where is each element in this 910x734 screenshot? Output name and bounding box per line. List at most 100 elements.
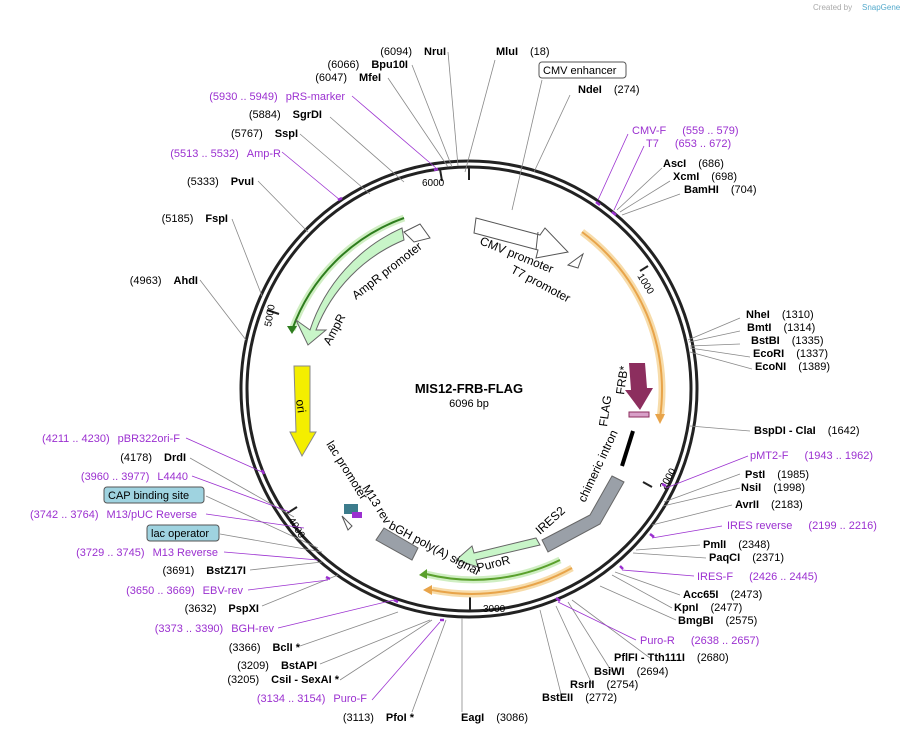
site-xcmi: XcmI(698) <box>673 171 737 183</box>
ampr-orf-arrow <box>287 326 297 334</box>
leader-bamhi <box>621 193 681 216</box>
site-pvui: (5333)PvuI <box>187 176 254 188</box>
leader-bmgbi <box>599 585 677 621</box>
primer-amp-r: (5513 .. 5532)Amp-R <box>170 148 281 160</box>
lac-operator-block <box>352 512 362 518</box>
site-bsteii: BstEII(2772) <box>542 692 617 704</box>
leader-primer-pmt2-f <box>665 455 749 489</box>
primer-puro-f: (3134 .. 3154)Puro-F <box>257 693 367 705</box>
leader-primer-amp-r <box>281 151 341 201</box>
leader-bspdi <box>689 425 751 432</box>
site-bspdi-clai: BspDI - ClaI(1642) <box>754 425 860 437</box>
site-ndei: NdeI(274) <box>578 84 640 96</box>
site-paqci: PaqCI(2371) <box>709 552 784 564</box>
ires2-block <box>541 475 625 553</box>
leader-ndei <box>533 94 571 173</box>
mark-primer-ebv-rev <box>325 575 331 581</box>
leader-primer-cmv-f <box>597 133 629 201</box>
chimeric-intron-bar <box>620 430 635 467</box>
tick-label-5000: 5000 <box>263 303 278 327</box>
primer-ring-marks <box>260 167 667 622</box>
primer-l4440: (3960 .. 3977)L4440 <box>81 471 188 483</box>
site-nrui: (6094)NruI <box>380 46 446 58</box>
cap-binding-site-label: CAP binding site <box>108 490 189 502</box>
leader-primer-puro-f <box>371 621 441 701</box>
site-mlui: MluI(18) <box>496 46 550 58</box>
leader-primer-m13-puc-reverse <box>205 513 305 529</box>
ori-label: ori <box>293 398 309 413</box>
ampr-promoter-arrow <box>403 223 431 243</box>
lac-operator-label: lac operator <box>151 528 209 540</box>
site-bstapi: (3209)BstAPI <box>237 660 317 672</box>
leader-primer-m13-reverse <box>223 551 319 561</box>
site-bmti: BmtI(1314) <box>747 322 815 334</box>
site-pflfi-tth111i: PflFI - Tth111I(2680) <box>614 652 729 664</box>
site-drdi: (4178)DrdI <box>120 452 186 464</box>
leader-bmti <box>688 330 741 343</box>
lac-promoter-arrow <box>341 515 353 531</box>
site-asci: AscI(686) <box>663 158 724 170</box>
leader-bsiwi <box>567 601 613 673</box>
leader-bstz17i <box>249 561 323 571</box>
site-bamhi: BamHI(704) <box>684 184 757 196</box>
primer-pmt2-f: pMT2-F(1943 .. 1962) <box>750 450 873 462</box>
site-bstz17i: (3691)BstZ17I <box>162 565 246 577</box>
primer-m13-reverse: (3729 .. 3745)M13 Reverse <box>76 547 218 559</box>
mark-primer-pmt2-f <box>661 482 667 488</box>
leader-primer-puro-r <box>557 601 637 641</box>
site-psti: PstI(1985) <box>745 469 809 481</box>
primer-ebv-rev: (3650 .. 3669)EBV-rev <box>126 585 243 597</box>
ampr-arrow <box>295 227 405 346</box>
tick-marks <box>266 167 653 611</box>
ori-arrow <box>289 365 317 458</box>
lac-operator-box <box>146 524 220 542</box>
primer-ires-reverse: IRES reverse(2199 .. 2216) <box>727 520 877 532</box>
site-pspxi: (3632)PspXI <box>185 603 259 615</box>
leader-rsrii <box>555 605 593 685</box>
leader-pflfi <box>571 599 651 659</box>
leader-xcmi <box>619 180 671 213</box>
leader-asci <box>616 167 663 211</box>
primer-leader-lines <box>185 95 749 701</box>
leader-bstbi <box>689 343 741 347</box>
tick-label-3000: 3000 <box>483 604 506 615</box>
lac-promoter-label: lac promoter <box>323 438 370 502</box>
primer-puro-r: Puro-R(2638 .. 2657) <box>640 635 759 647</box>
cmv-enhancer-box <box>538 61 627 79</box>
ampr-label: AmpR <box>320 311 348 347</box>
mark-primer-ires-f <box>619 565 624 570</box>
site-bstbi: BstBI(1335) <box>751 335 824 347</box>
site-pfoi: (3113)PfoI * <box>343 712 415 724</box>
leader-kpni <box>611 574 673 609</box>
flag-label: FLAG <box>596 394 614 427</box>
site-bsiwi: BsiWI(2694) <box>594 666 668 678</box>
leader-pspxi <box>261 574 339 607</box>
site-avrii: AvrII(2183) <box>735 499 803 511</box>
mark-primer-puro-r <box>555 597 561 602</box>
flag-tag <box>628 411 650 418</box>
primer-t7: T7(653 .. 672) <box>646 138 731 150</box>
leader-bcli <box>299 611 399 647</box>
site-kpni: KpnI(2477) <box>674 602 742 614</box>
cmv-promoter-divider <box>535 231 539 251</box>
t7-promoter-arrow <box>566 252 585 269</box>
leader-econi <box>689 351 753 370</box>
site-fspi: (5185)FspI <box>162 213 228 225</box>
backbone-outer-strand <box>239 159 699 619</box>
orf-arc-right-arrow <box>655 414 665 424</box>
site-pmli: PmlI(2348) <box>703 539 770 551</box>
leader-lac-operator <box>219 533 323 553</box>
primer-ires-f: IRES-F(2426 .. 2445) <box>697 571 818 583</box>
site-sspi: (5767)SspI <box>231 128 298 140</box>
leader-nrui <box>447 51 459 167</box>
m13-rev-block <box>344 504 358 514</box>
tick-label-6000: 6000 <box>422 178 445 189</box>
leader-mlui <box>464 59 496 173</box>
primer-cmv-f: CMV-F(559 .. 579) <box>632 125 739 137</box>
leader-pvui <box>257 180 309 233</box>
orf-arc-green <box>425 559 561 581</box>
site-nhei: NheI(1310) <box>746 309 814 321</box>
mark-primer-bgh-rev <box>393 598 399 604</box>
leader-sgrdi <box>329 116 405 183</box>
